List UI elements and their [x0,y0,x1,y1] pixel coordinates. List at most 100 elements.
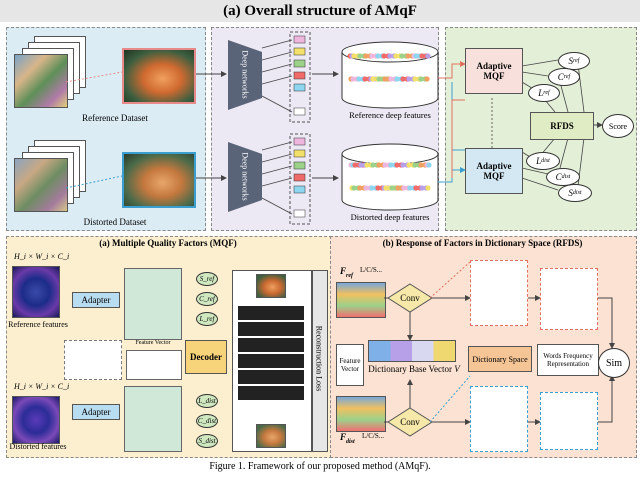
feature-dot [387,53,393,59]
feature-dot [382,162,388,168]
feature-dot [418,76,424,82]
feature-dot [357,53,363,59]
dist-histogram [540,392,598,450]
adaptive-mqf-top: Adaptive MQF [465,48,523,94]
feature-dot [407,185,413,191]
feature-dot [364,162,370,168]
figure-caption: Figure 1. Framework of our proposed meth… [209,461,431,472]
mqf-c-ref-oval: C_ref [196,292,218,306]
feature-dot [376,162,382,168]
s-dist-symbol: S [568,188,573,198]
feature-dot [351,53,357,59]
dictionary-base-vector-symbol: V [454,364,460,374]
ref-histogram [540,268,598,330]
ref-vector-space-plot [470,260,528,326]
lcs-top-label: L/C/S... [360,266,382,274]
decoder-label: Decoder [190,352,222,362]
reconstruction-grid [238,306,304,400]
feature-dot [394,162,400,168]
feature-vector-block [126,350,182,380]
sim-node: Sim [598,348,630,378]
mqf-l-ref-label: L_ref [199,315,215,323]
feature-dot [375,53,381,59]
f-dist-symbol: F [340,432,347,442]
mqf-c-ref-label: C_ref [199,295,215,303]
feature-dot [350,76,356,82]
feature-dot [413,185,419,191]
dictionary-vectors [368,340,456,362]
distorted-deep-features-label: Distorted deep features [350,212,430,222]
reference-deep-features-label: Reference deep features [349,110,431,120]
feature-vector-text: Feature Vector [135,340,171,346]
dictionary-base-vector-text: Dictionary Base Vector [368,364,453,374]
encoder-block-bottom [124,386,182,452]
feature-dot [363,53,369,59]
s-ref-symbol: S [568,56,574,66]
c-dist-symbol: C [555,172,562,182]
c-dist-subscript: dist [561,174,571,180]
reference-features-label: Reference features [8,320,68,329]
rfds-box: RFDS [530,112,594,140]
feature-dot [376,76,382,82]
mqf-l-ref-oval: L_ref [196,312,218,326]
feature-dot [388,76,394,82]
feature-dot [356,76,362,82]
dist-vector-space-plot [470,386,528,452]
distorted-feature-cylinder [341,143,439,211]
feature-dot [400,162,406,168]
distorted-dataset-label: Distorted Dataset [83,217,147,227]
mqf-c-dist-label: C_dist [197,417,217,425]
f-ref-symbol: F [340,266,347,276]
conv-bottom-label: Conv [400,417,420,427]
encoder-block-top [124,268,182,340]
mqf-l-dist-label: L_dist [198,397,216,405]
reference-fish-image [122,48,196,104]
reconstruction-fish-bottom [256,424,286,448]
ref-feature-stack [336,282,386,318]
s-ref-subscript: ref [573,58,580,64]
rfds-section-title: (b) Response of Factors in Dictionary Sp… [382,238,583,248]
conv-diamond-bottom [387,407,433,437]
input-dims-top: H_i × W_i × C_i [14,252,70,261]
feature-dot [369,53,375,59]
feature-dot [418,162,424,168]
mqf-l-dist-oval: L_dist [196,394,218,408]
dictionary-base-vector-label: Dictionary Base Vector V [362,364,466,374]
c-ref-subscript: ref [563,74,571,80]
lcs-bottom-label: L/C/S... [362,432,384,440]
f-ref-label: Fref [340,266,353,279]
decoder-box: Decoder [185,340,227,374]
mqf-s-dist-label: S_dist [198,437,216,445]
attention-block [64,340,122,380]
rfds-box-label: RFDS [550,121,574,131]
feature-dot [389,185,395,191]
feature-dot [401,185,407,191]
distorted-fish-image [122,152,196,208]
feature-dot [419,185,425,191]
feature-dot [412,162,418,168]
feature-dot [412,76,418,82]
feature-dot [388,162,394,168]
adaptive-mqf-bottom: Adaptive MQF [465,148,523,194]
adaptive-mqf-bottom-label: Adaptive MQF [476,161,512,181]
deep-network-shape-top [228,40,262,110]
feature-dot [426,162,432,168]
feature-dot [363,185,369,191]
dictionary-space-box: Dictionary Space [468,346,532,372]
feature-dot [424,76,430,82]
sim-label: Sim [605,357,623,369]
feature-vector-label: Feature Vector [126,338,180,348]
l-dist-subscript: dist [541,158,550,164]
input-dims-bottom: H_i × W_i × C_i [14,382,70,391]
deep-network-shape-bottom [228,142,262,212]
f-ref-subscript: ref [346,272,354,279]
mqf-s-dist-oval: S_dist [196,434,218,448]
feature-dot [393,53,399,59]
adaptive-mqf-top-label: Adaptive MQF [476,61,512,81]
feature-dot [394,76,400,82]
feature-dot [425,185,431,191]
mqf-s-ref-label: S_ref [199,275,215,283]
